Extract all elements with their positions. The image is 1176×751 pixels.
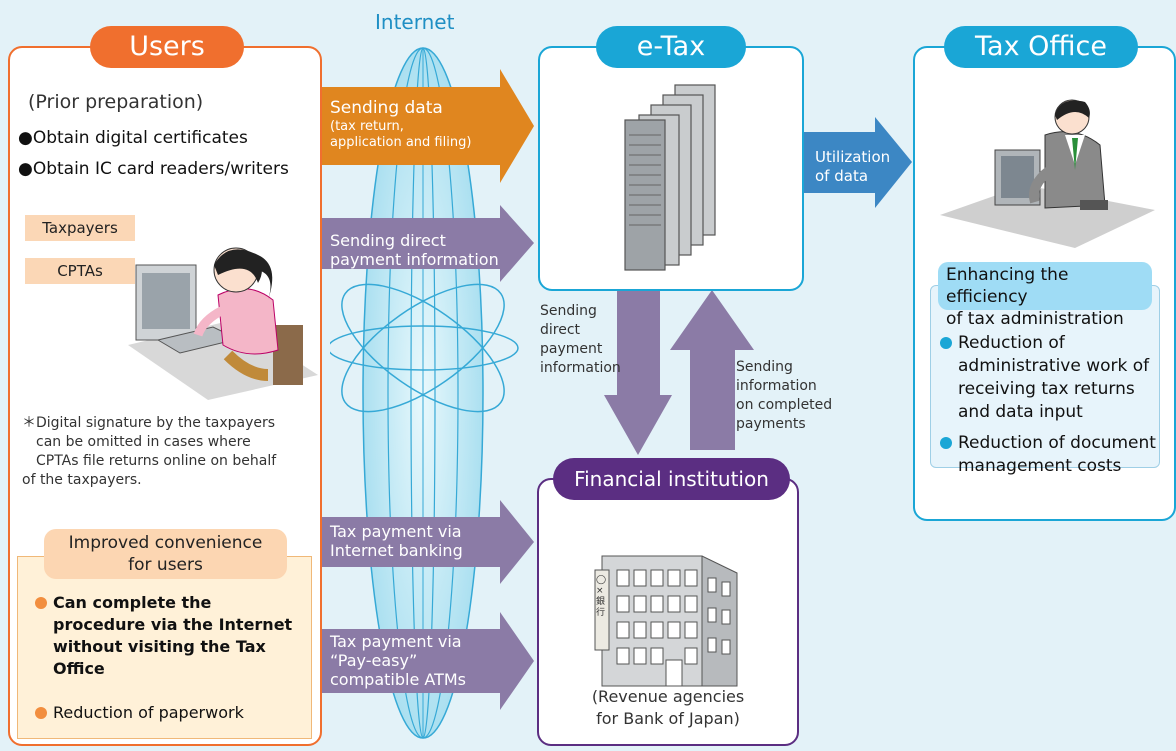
financial-title: Financial institution xyxy=(553,458,790,500)
convenience-item: Can complete the procedure via the Inter… xyxy=(35,592,292,680)
utilization-arrow xyxy=(802,117,912,208)
cptas-tag: CPTAs xyxy=(25,258,135,284)
users-title: Users xyxy=(90,26,244,68)
direct-payment-arrow xyxy=(322,205,534,282)
financial-caption: (Revenue agencies for Bank of Japan) xyxy=(591,687,745,728)
convenience-item: Reduction of paperwork xyxy=(35,702,244,724)
internet-banking-label: Tax payment via Internet banking xyxy=(330,522,463,560)
convenience-title: Improved convenience for users xyxy=(44,529,287,579)
efficiency-item: Reduction of document management costs xyxy=(940,432,1156,478)
etax-title: e-Tax xyxy=(596,26,746,68)
prior-preparation: (Prior preparation) xyxy=(28,91,204,113)
server-icon xyxy=(624,84,716,271)
bullet-icon xyxy=(35,707,47,719)
internet-banking-arrow xyxy=(322,500,534,584)
prep-item: ●Obtain IC card readers/writers xyxy=(18,159,289,179)
up-arrow-label: Sending information on completed payment… xyxy=(736,359,833,432)
bullet-icon xyxy=(940,437,952,449)
down-arrow-label: Sending direct payment information xyxy=(540,303,621,376)
bullet-icon xyxy=(35,597,47,609)
efficiency-title: Enhancing the efficiency of tax administ… xyxy=(938,262,1152,329)
up-arrow xyxy=(670,290,754,450)
bullet-icon xyxy=(940,337,952,349)
down-arrow xyxy=(604,290,672,455)
efficiency-item: Reduction of administrative work of rece… xyxy=(940,332,1149,424)
internet-label: Internet xyxy=(375,10,455,34)
utilization-label: Utilization of data xyxy=(815,148,891,185)
signature-note: ＊Digital signature by the taxpayers can … xyxy=(22,415,277,488)
bank-sign: ◯×銀行 xyxy=(596,575,607,618)
atm-label: Tax payment via “Pay-easy” compatible AT… xyxy=(330,632,466,689)
sending-data-label: Sending data (tax return, application an… xyxy=(330,98,472,150)
taxpayers-tag: Taxpayers xyxy=(25,215,135,241)
convenience-box xyxy=(17,556,312,739)
officer-at-computer-illustration xyxy=(940,99,1155,248)
atm-arrow xyxy=(322,612,534,710)
bank-building-icon xyxy=(594,555,738,687)
efficiency-box xyxy=(930,285,1160,468)
tax-office-title: Tax Office xyxy=(944,26,1138,68)
direct-payment-label: Sending direct payment information xyxy=(330,231,499,269)
user-at-computer-illustration xyxy=(128,247,318,400)
prep-item: ●Obtain digital certificates xyxy=(18,128,248,148)
sending-data-arrow xyxy=(322,69,534,183)
